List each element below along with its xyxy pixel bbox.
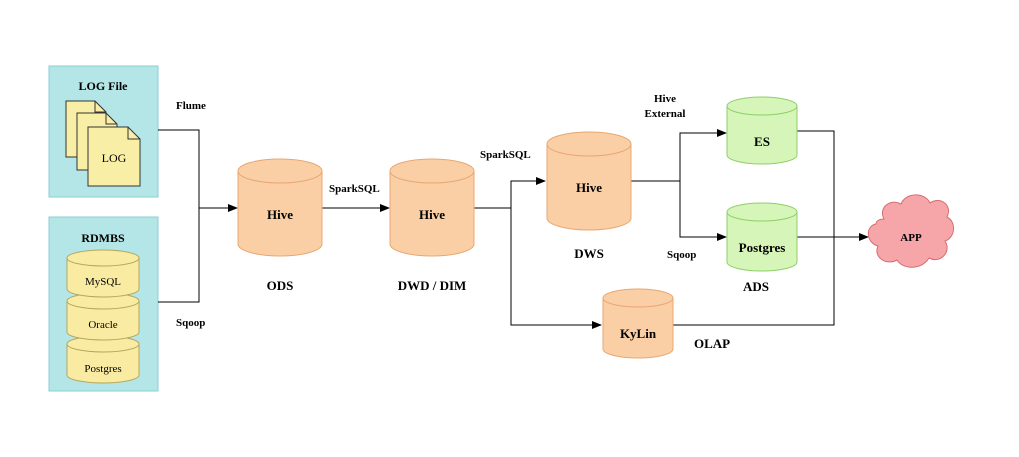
postgres-db-cylinder: Postgres <box>66 335 140 384</box>
edge-rdbms-to-ods <box>158 208 200 303</box>
connectors <box>158 129 869 329</box>
ods-hive-cylinder: Hive <box>237 158 323 257</box>
dws-node-label: Hive <box>576 180 602 195</box>
es-node-label: ES <box>754 134 770 149</box>
db-label-mysql: MySQL <box>85 276 121 288</box>
log-doc-label: LOG <box>102 151 127 165</box>
edge-log-to-ods <box>158 129 238 212</box>
edge-labels: Flume Sqoop SparkSQL SparkSQL Hive Exter… <box>176 93 696 329</box>
app-node-label: APP <box>900 232 922 244</box>
kylin-cylinder: KyLin <box>602 288 674 359</box>
log-file-title: LOG File <box>79 79 129 93</box>
label-hive-external-1: Hive <box>654 93 676 105</box>
rdbms-group: RDMBS Postgres Oracle MySQL <box>48 216 159 392</box>
db-label-postgres: Postgres <box>84 363 121 375</box>
label-sparksql-2: SparkSQL <box>480 149 531 161</box>
label-sparksql-1: SparkSQL <box>329 183 380 195</box>
label-hive-external-2: External <box>645 108 686 120</box>
rdbms-title: RDMBS <box>81 231 125 245</box>
dws-hive-cylinder: Hive <box>546 131 632 231</box>
olap-layer-label: OLAP <box>694 336 730 351</box>
log-document-stack-icon: LOG <box>65 100 141 187</box>
log-file-group: LOG File LOG <box>48 65 159 198</box>
edge-kylin-to-app <box>672 237 835 326</box>
ods-layer-label: ODS <box>267 278 294 293</box>
oracle-db-cylinder: Oracle <box>66 292 140 341</box>
edge-dws-to-postgres <box>679 181 727 241</box>
mysql-db-cylinder: MySQL <box>66 249 140 298</box>
edge-es-to-app <box>797 130 835 237</box>
label-flume: Flume <box>176 100 206 112</box>
dwd-hive-cylinder: Hive <box>389 158 475 257</box>
document-fold-icon <box>127 127 140 140</box>
edge-dwd-to-kylin <box>510 208 602 329</box>
edge-dwd-to-dws <box>474 177 546 209</box>
ods-node-label: Hive <box>267 207 293 222</box>
dwd-node-label: Hive <box>419 207 445 222</box>
postgres-ads-cylinder: Postgres <box>726 202 798 272</box>
db-label-oracle: Oracle <box>88 319 117 331</box>
document-icon <box>87 126 141 187</box>
kylin-node-label: KyLin <box>620 326 657 341</box>
label-sqoop-out: Sqoop <box>667 249 696 261</box>
es-cylinder: ES <box>726 96 798 165</box>
document-fold-icon <box>105 113 117 125</box>
document-fold-icon <box>94 101 106 113</box>
postgres-node-label: Postgres <box>739 240 786 255</box>
edge-dws-to-es <box>631 129 727 182</box>
label-sqoop-in: Sqoop <box>176 317 205 329</box>
app-cloud-icon: APP <box>867 194 954 268</box>
dwd-layer-label: DWD / DIM <box>398 278 467 293</box>
dws-layer-label: DWS <box>574 246 604 261</box>
ads-layer-label: ADS <box>743 279 769 294</box>
